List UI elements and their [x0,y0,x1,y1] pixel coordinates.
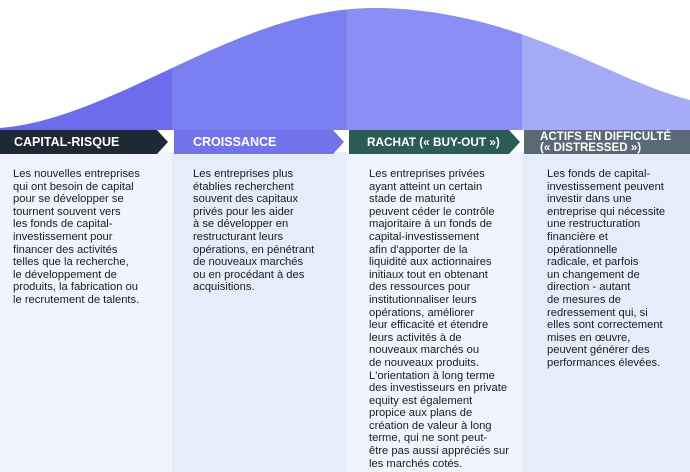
description-line: nouveaux marchés ou [369,344,480,357]
description-line: les marchés cotés. [369,457,463,470]
description-line: restructurant leurs [193,230,284,243]
stage-header-rachat: RACHAT (« BUY-OUT ») [349,130,520,154]
description-line: Les nouvelles entreprises [13,168,140,180]
growth-curve [0,7,690,130]
stage-title: ACTIFS EN DIFFICULTÉ [540,130,672,143]
stage-header-capital-risque: CAPITAL-RISQUE [0,130,168,154]
description-line: des ressources pour [369,281,471,294]
stage-title-line2: (« DISTRESSED ») [540,141,642,154]
description-line: financière et [547,230,608,243]
description-line: ou en procédant à des [193,268,305,281]
description-line: investissement peuvent [547,180,664,193]
description-line: leur efficacité et étendre [369,319,489,332]
description-line: performances élevées. [547,356,661,369]
description-line: propice aux plans de [369,407,473,420]
description-line: opérations, en pénétrant [193,243,315,256]
description-line: de mesures de [547,293,622,306]
description-line: peuvent générer des [547,344,650,357]
panel-background-4 [522,152,690,472]
curve-segment-1 [0,7,172,130]
description-line: le recrutement de talents. [13,293,140,306]
description-line: afin d'apporter de la [369,243,468,256]
description-line: Les fonds de capital- [547,168,651,180]
description-line: capital-investissement [369,230,480,243]
panel-background-2 [172,152,347,472]
description-line: telles que la recherche, [13,256,129,269]
stage-title: CROISSANCE [193,135,277,149]
description-line: pour se développer se [13,193,124,206]
description-line: le développement de [13,268,117,281]
description-line: opérationnelle [547,243,618,256]
description-line: des investisseurs en private [369,382,508,395]
description-line: initiaux tout en obtenant [369,268,488,281]
description-line: produits, la fabrication ou [13,281,139,294]
description-line: mises en œuvre, [547,331,631,344]
description-line: un changement de [547,268,640,281]
description-line: entreprise qui nécessite [547,205,666,218]
description-line: privés pour les aider [193,205,294,218]
description-line: une restructuration [547,218,641,231]
description-line: equity est également [369,394,473,407]
description-line: être pas aussi appréciés sur [369,445,509,458]
description-line: stade de maturité [369,193,456,206]
description-line: Les entreprises plus [193,168,294,180]
panel-background-3 [347,152,522,472]
description-line: qui ont besoin de capital [13,180,134,193]
panel-background-1 [0,152,172,472]
description-line: opérations, améliorer [369,306,475,319]
description-line: leurs activités à de [369,331,462,344]
curve-segment-4 [522,7,690,130]
description-line: peuvent céder le contrôle [369,205,495,218]
description-line: radicale, et parfois [547,256,639,269]
stage-title: RACHAT (« BUY-OUT ») [367,135,500,149]
description-line: Les entreprises privées [369,168,485,180]
stage-description-actifs-en-difficulte: Les fonds de capital-investissement peuv… [547,168,687,370]
stage-header-actifs-en-difficulte: ACTIFS EN DIFFICULTÉ (« DISTRESSED ») [524,130,690,154]
description-line: investissement pour [13,230,113,243]
curve-segment-2 [172,7,347,130]
description-line: financer des activités [13,243,118,256]
description-line: établies recherchent [193,180,294,193]
stage-title: CAPITAL-RISQUE [14,135,120,149]
description-line: redressement qui, si [547,306,648,319]
description-line: de nouveaux produits. [369,356,480,369]
stage-header-croissance: CROISSANCE [174,130,344,154]
description-line: liquidité aux actionnaires [369,256,492,269]
description-line: terme, qui ne sont peut- [369,432,488,445]
description-line: L'orientation à long terme [369,369,495,382]
description-line: investir dans une [547,193,632,206]
description-line: les fonds de capital- [13,218,113,231]
description-line: création de valeur à long [369,419,492,432]
description-line: souvent des capitaux [193,193,299,206]
curve-segment-3 [347,7,522,130]
description-line: institutionnaliser leurs [369,293,477,306]
description-line: tournent souvent vers [13,205,121,218]
description-line: à se développer en [193,218,289,231]
description-line: elles sont correctement [547,319,663,332]
description-line: de nouveaux marchés [193,256,304,269]
description-line: ayant atteint un certain [369,180,483,193]
description-line: majoritaire à un fonds de [369,218,493,231]
description-line: acquisitions. [193,281,255,294]
description-line: direction - autant [547,281,631,294]
